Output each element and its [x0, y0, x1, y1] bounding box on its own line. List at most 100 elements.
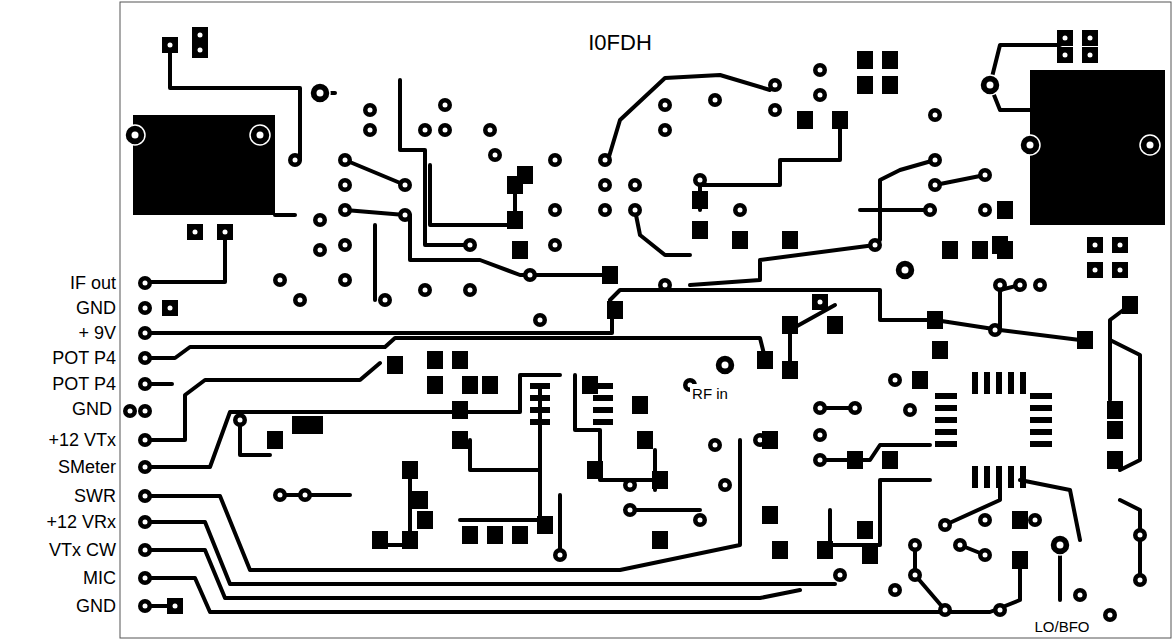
pad-hole	[983, 518, 988, 523]
through-hole-pad	[288, 153, 302, 167]
pad-hole	[1027, 142, 1034, 149]
through-hole-pad	[138, 301, 152, 315]
smd-pad	[487, 526, 503, 544]
through-hole-pad	[338, 273, 352, 287]
through-hole-pad	[938, 518, 952, 532]
pin-name: + 9V	[0, 322, 116, 344]
pin-name: VTx CW	[0, 539, 116, 561]
through-hole-pad	[658, 123, 672, 137]
through-hole-pad	[718, 478, 732, 492]
pin-name: GND	[0, 398, 112, 420]
pad-hole	[528, 273, 533, 278]
smd-pad	[417, 511, 433, 529]
through-hole-pad	[903, 403, 917, 417]
pad-hole	[538, 318, 543, 323]
pad-hole	[873, 243, 878, 248]
copper-trace	[690, 245, 875, 285]
square-pad	[162, 37, 178, 53]
through-hole-pad	[138, 460, 152, 474]
smd-pad	[847, 451, 863, 469]
pad-hole	[558, 553, 563, 558]
pad-hole	[368, 128, 373, 133]
pad-hole	[663, 283, 668, 288]
smd-pad	[1012, 551, 1028, 569]
pad-hole	[713, 443, 718, 448]
smd-pad	[1077, 331, 1093, 349]
pad-hole	[893, 588, 898, 593]
through-hole-pad	[848, 401, 862, 415]
pad-hole	[758, 438, 763, 443]
large-pad	[1020, 135, 1040, 155]
pin-name: GND	[0, 297, 116, 319]
smd-pad	[607, 301, 623, 319]
smd-pad	[882, 76, 898, 94]
copper-trace	[790, 305, 835, 370]
pad-hole	[1118, 243, 1123, 248]
pad-hole	[468, 243, 473, 248]
through-hole-pad	[868, 238, 882, 252]
pad-hole	[318, 248, 323, 253]
pad-hole	[223, 230, 228, 235]
pad-hole	[423, 288, 428, 293]
smd-pad	[1107, 401, 1123, 419]
smd-pad	[1107, 421, 1123, 439]
pad-hole	[1147, 142, 1154, 149]
copper-trace	[145, 440, 740, 570]
square-pad	[1057, 30, 1073, 46]
pin-name: POT P4	[0, 373, 116, 395]
through-hole-pad	[978, 513, 992, 527]
smd-pad	[632, 396, 648, 414]
pad-hole	[818, 406, 823, 411]
smd-pad	[762, 431, 778, 449]
through-hole-pad	[623, 503, 637, 517]
through-hole-pad	[138, 571, 152, 585]
pad-hole	[343, 243, 348, 248]
smd-pad	[402, 531, 418, 549]
through-hole-pad	[923, 203, 937, 217]
smd-pad	[782, 361, 798, 379]
pad-hole	[143, 576, 148, 581]
block-group	[133, 70, 1165, 225]
board-outline	[120, 2, 1171, 638]
smd-pad	[402, 461, 418, 479]
smd-pad	[942, 241, 958, 259]
large-pad	[980, 75, 1000, 95]
smd-pad	[882, 51, 898, 69]
pad-hole	[553, 158, 558, 163]
square-pad	[1082, 30, 1098, 46]
large-pad	[895, 260, 915, 280]
smd-pad	[372, 531, 388, 549]
trace-group	[145, 45, 1140, 612]
pad-hole	[193, 230, 198, 235]
large-pad	[250, 125, 270, 145]
pad-hole	[1093, 268, 1098, 273]
smd-pad	[537, 516, 553, 534]
through-hole-pad	[138, 543, 152, 557]
pad-hole	[1088, 36, 1093, 41]
copper-trace	[145, 560, 1020, 612]
through-hole-pad	[888, 373, 902, 387]
through-hole-pad	[1028, 513, 1042, 527]
smd-pad	[827, 316, 843, 334]
smd-pad	[797, 111, 813, 129]
pin-name: SWR	[0, 485, 116, 507]
copper-trace	[558, 495, 562, 555]
through-hole-pad	[298, 488, 312, 502]
through-hole-pad	[813, 88, 827, 102]
through-hole-pad	[1103, 608, 1117, 622]
ic-pin	[996, 372, 1002, 394]
through-hole-pad	[768, 103, 782, 117]
smd-pad-group	[267, 51, 1138, 569]
pad-hole	[818, 433, 823, 438]
pad-hole	[403, 183, 408, 188]
smd-pad	[782, 316, 798, 334]
square-pad	[1082, 47, 1098, 63]
pad-hole	[713, 98, 718, 103]
ic-pin	[935, 429, 957, 435]
through-hole-pad	[378, 293, 392, 307]
pad-hole	[143, 604, 148, 609]
through-hole-pad	[273, 488, 287, 502]
pad-hole	[818, 93, 823, 98]
pad-hole	[423, 128, 428, 133]
pad-hole	[933, 183, 938, 188]
